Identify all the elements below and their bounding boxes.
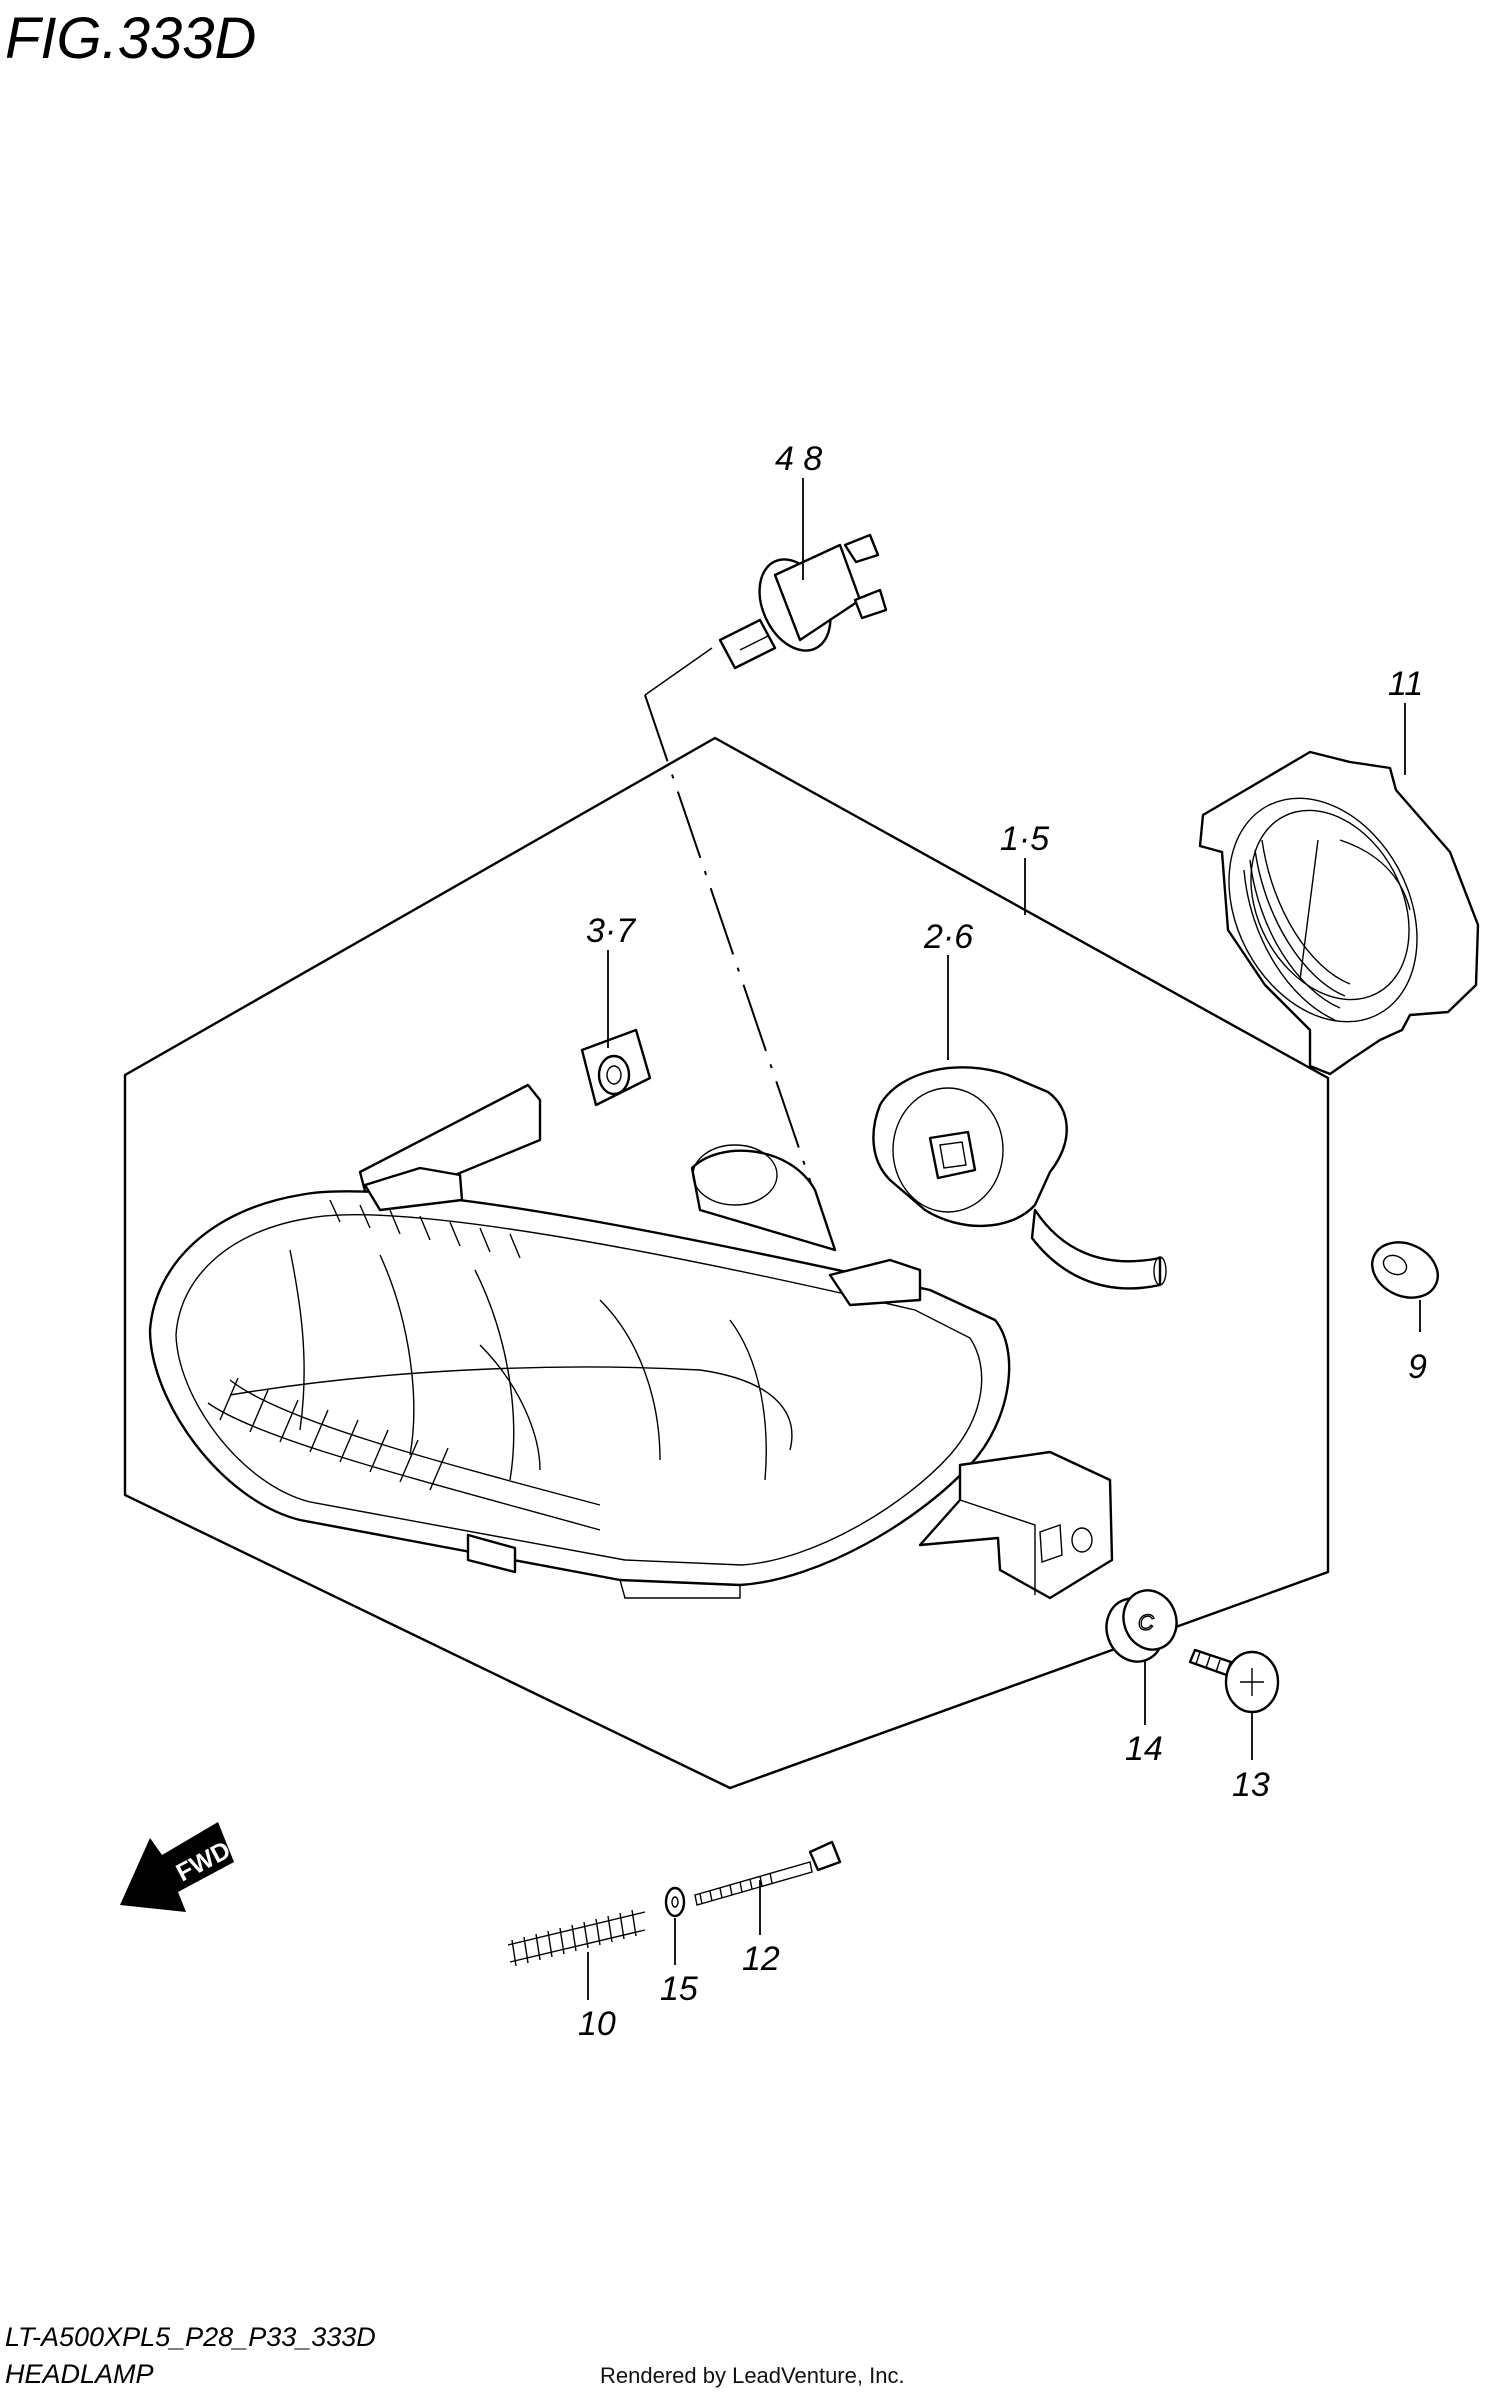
callout-12: 12 [742, 1940, 780, 1978]
adjust-screw-part-12[interactable] [694, 1840, 842, 1906]
assembly-boundary [123, 736, 1330, 1790]
callout-1-5: 1·5 [1000, 820, 1049, 858]
back-cover-part-11[interactable] [1192, 750, 1480, 1076]
callout-14: 14 [1125, 1730, 1163, 1768]
callout-11: 11 [1388, 665, 1423, 703]
callout-10: 10 [578, 2005, 616, 2043]
callout-13: 13 [1232, 1766, 1270, 1804]
callout-9: 9 [1408, 1348, 1427, 1386]
callout-48: 4 8 [775, 440, 822, 478]
callout-2-6: 2·6 [923, 918, 973, 956]
fwd-arrow: FWD [120, 1822, 235, 1912]
bulb-part-48[interactable] [718, 533, 888, 670]
model-code: LT-A500XPL5_P28_P33_333D [5, 2322, 376, 2352]
cushion-part-14[interactable]: C [1098, 1583, 1185, 1670]
callout-3-7: 3·7 [586, 912, 636, 950]
leader-lines [587, 478, 1421, 2000]
svg-text:C: C [1138, 1610, 1154, 1635]
grommet-part-9[interactable] [1363, 1232, 1447, 1308]
washer-part-15[interactable] [664, 1886, 686, 1918]
nut-clip-part-37[interactable] [580, 1028, 652, 1107]
bulb-leader-tail [644, 647, 713, 696]
rendered-by: Rendered by LeadVenture, Inc. [600, 2363, 905, 2388]
spring-part-10[interactable] [507, 1909, 646, 1967]
figure-title: FIG.333D [5, 6, 256, 71]
callout-15: 15 [660, 1970, 698, 2008]
socket-part-26[interactable] [872, 1066, 1167, 1290]
headlamp-housing[interactable] [148, 1083, 1114, 1600]
screw-part-13[interactable] [1188, 1648, 1280, 1714]
bulb-leader-dashdot [644, 694, 821, 1211]
section-name: HEADLAMP [5, 2359, 154, 2389]
